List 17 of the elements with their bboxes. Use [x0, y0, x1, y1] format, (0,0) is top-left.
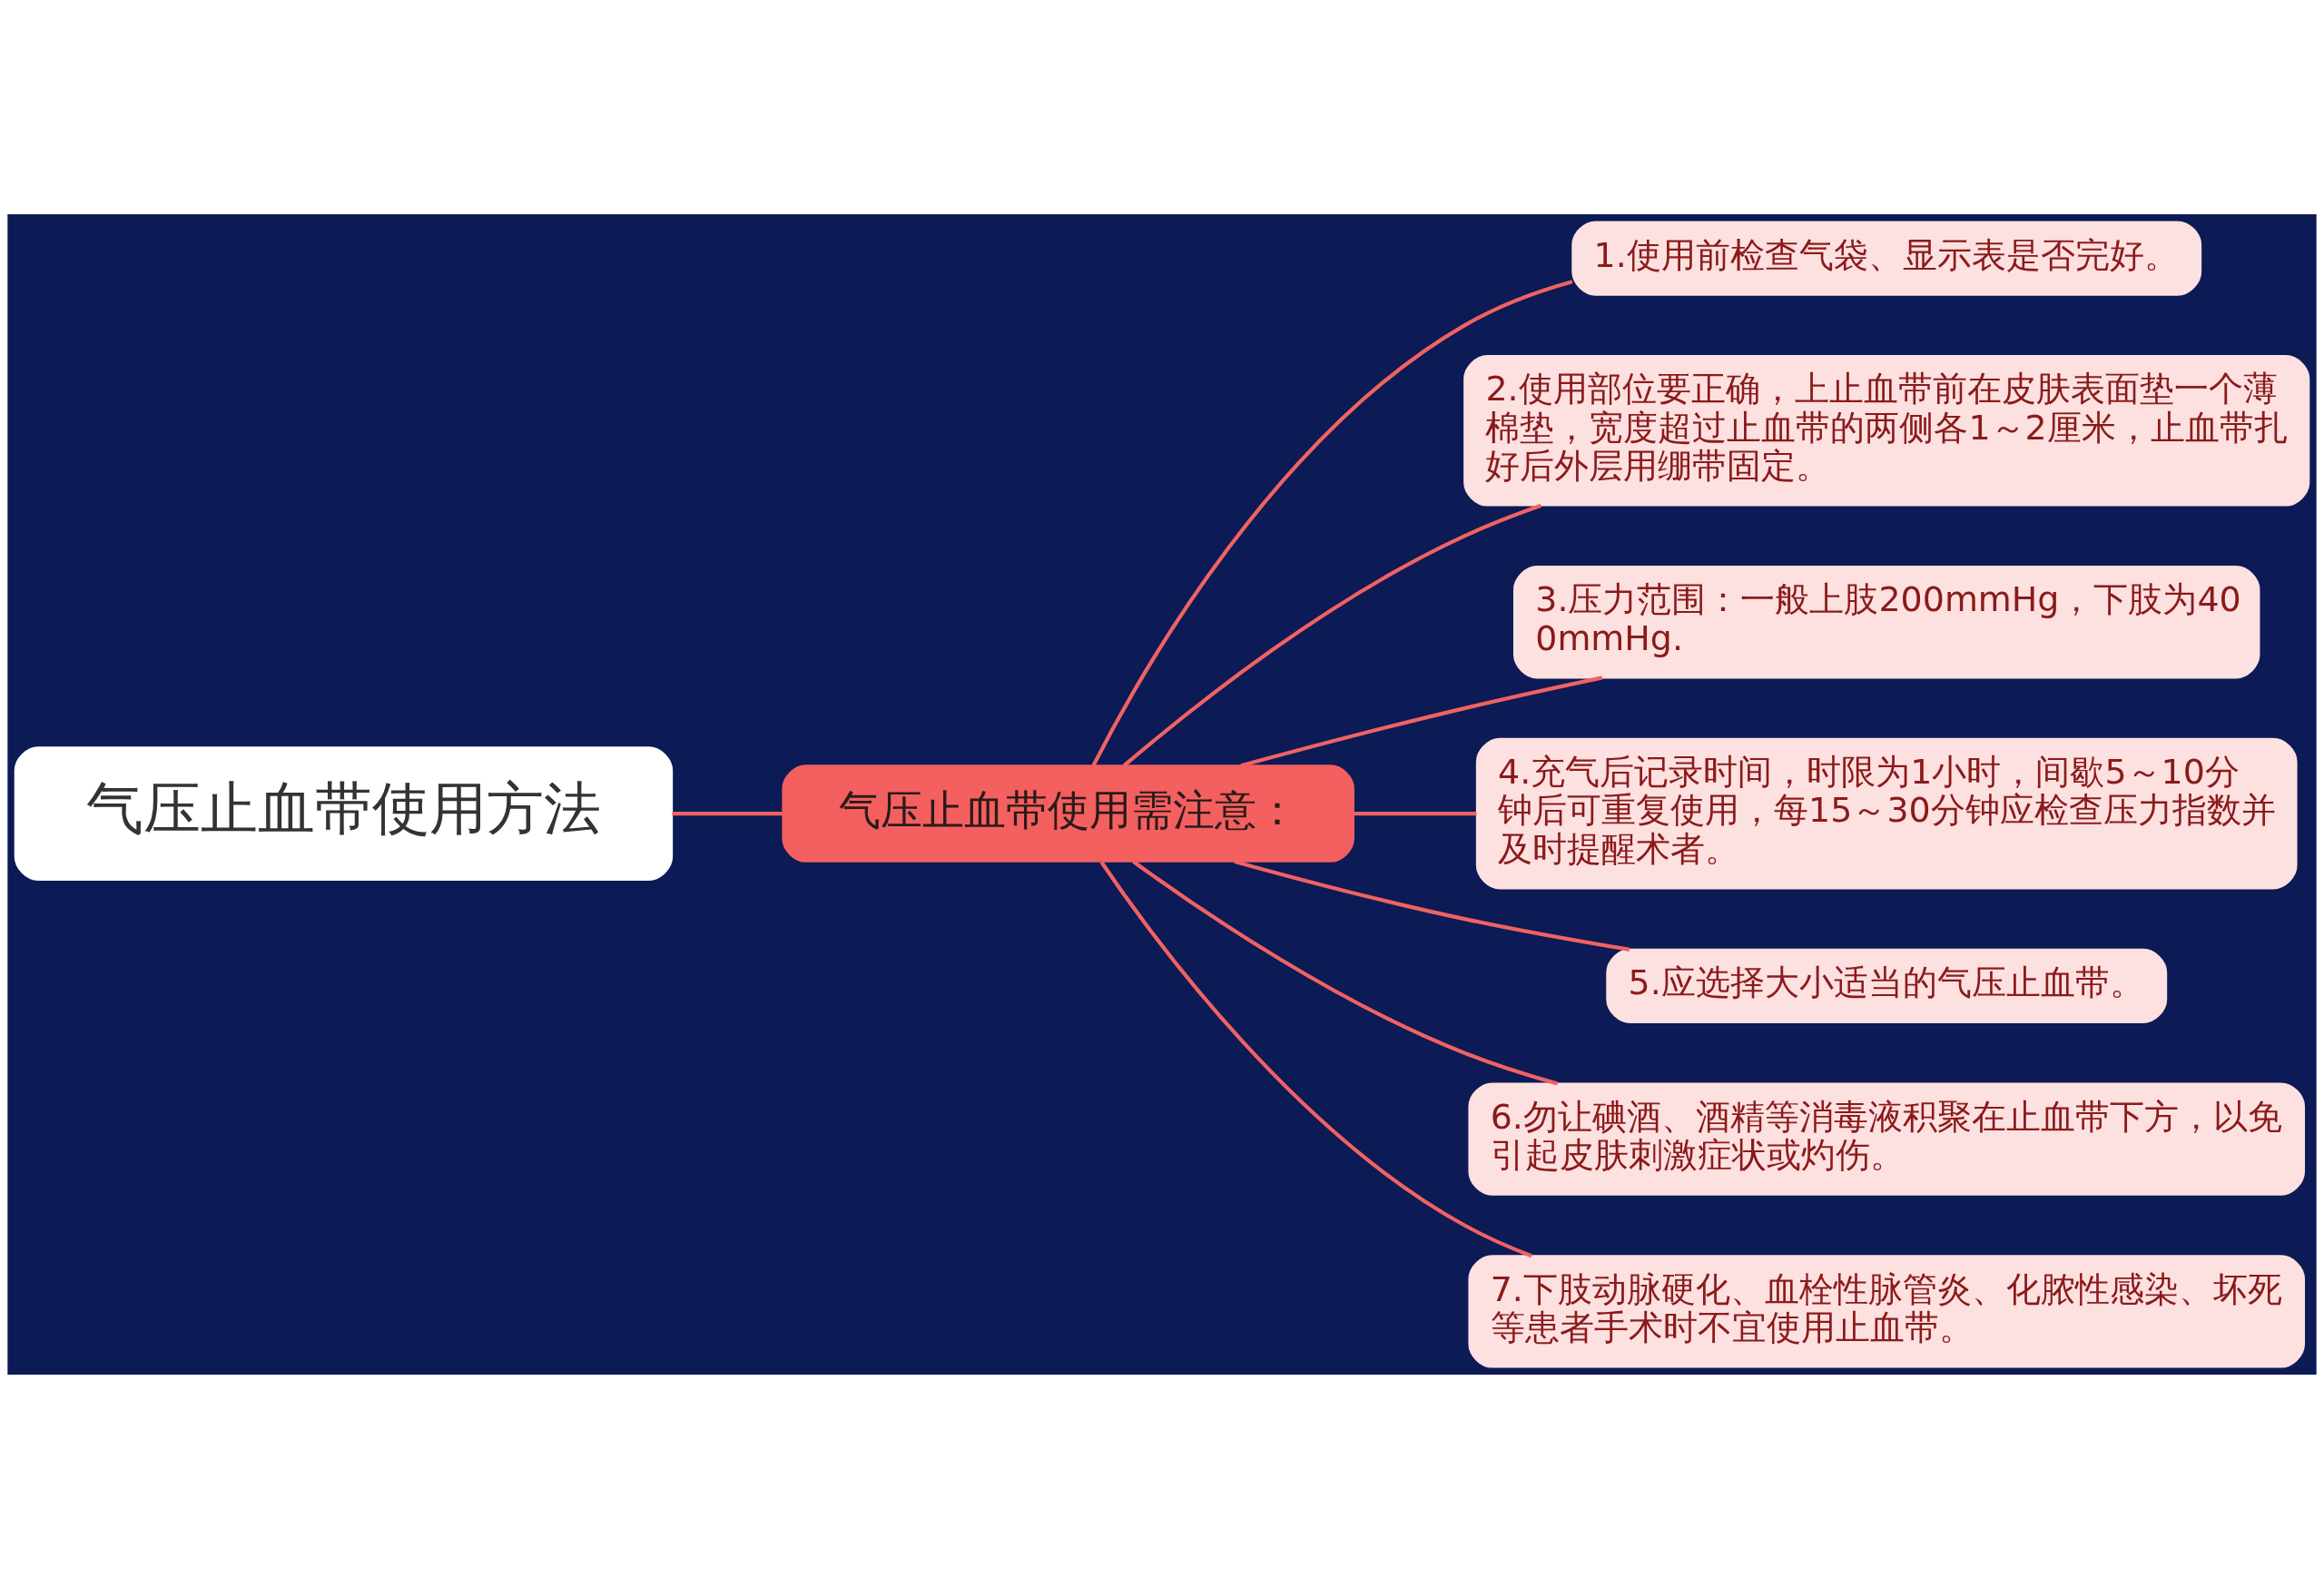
connector	[672, 811, 783, 815]
node-box: 1.使用前检查气袋、显示表是否完好。	[1571, 220, 2202, 296]
connector	[1354, 811, 1477, 815]
node-box: 气压止血带使用需注意：	[782, 764, 1354, 863]
node-box: 3.压力范围：一般上肢200mmHg，下肢为400mmHg.	[1513, 565, 2260, 678]
node-box: 2.使用部位要正确，上止血带前在皮肤表面垫一个薄棉垫，宽度超过止血带的两侧各1～2厘米，止血带扎好后外层用绷带固定。	[1463, 354, 2310, 507]
node-box: 4.充气后记录时间，时限为1小时，间歇5～10分钟后可重复使用，每15～30分钟应检查压力指数并及时提醒术者。	[1475, 737, 2298, 889]
node-box: 5.应选择大小适当的气压止血带。	[1606, 948, 2168, 1023]
node-box: 6.勿让碘酒、酒精等消毒液积聚在止血带下方，以免引起皮肤刺激症状或灼伤。	[1468, 1081, 2306, 1196]
connector	[1091, 279, 1573, 766]
connector	[1132, 859, 1559, 1085]
connector	[1099, 860, 1532, 1258]
connector	[1234, 859, 1630, 952]
connector	[1122, 503, 1542, 767]
node-box: 7.下肢动脉硬化、血栓性脉管炎、化脓性感染、坏死等患者手术时不宜使用止血带。	[1468, 1254, 2306, 1368]
node-box: 气压止血带使用方法	[14, 745, 674, 881]
connector	[1240, 675, 1603, 767]
